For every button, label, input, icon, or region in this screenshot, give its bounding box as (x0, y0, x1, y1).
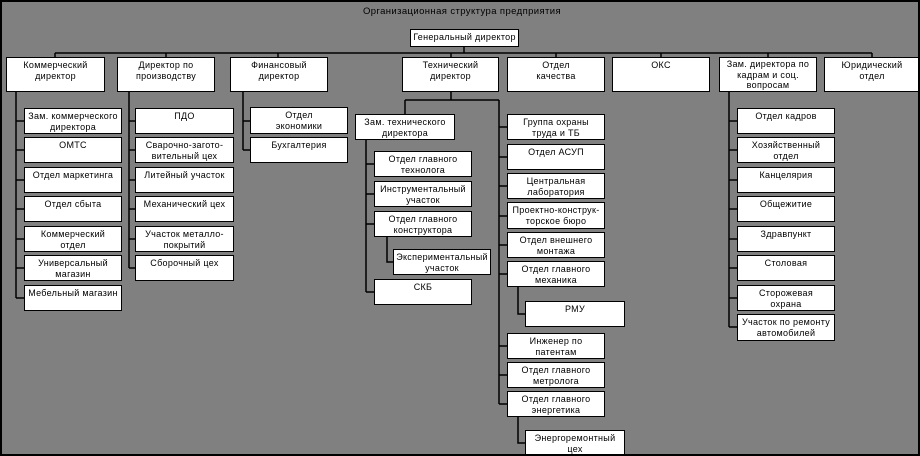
org-box-rmu: РМУ (525, 301, 625, 327)
org-box-external-installation: Отдел внешнего монтажа (507, 232, 605, 258)
org-box-accounting: Бухгалтерия (250, 137, 348, 163)
org-box-general-director: Генеральный директор (410, 29, 519, 47)
org-box-chief-technologist: Отдел главного технолога (374, 151, 472, 177)
connector-root (54, 47, 873, 57)
org-box-design-bureau: Проектно-конструк- торское бюро (507, 202, 605, 229)
org-box-health-post: Здравпункт (737, 226, 835, 252)
org-box-marketing-department: Отдел маркетинга (24, 167, 122, 193)
org-box-experimental-section: Экспериментальный участок (393, 249, 491, 275)
connector-hr-trunk (728, 92, 737, 328)
org-box-pdo: ПДО (135, 108, 234, 134)
org-box-omts: ОМТС (24, 137, 122, 163)
connector-chief-mechanic (517, 287, 525, 315)
org-box-foundry-section: Литейный участок (135, 167, 234, 193)
org-box-tool-section: Инструментальный участок (374, 181, 472, 207)
org-box-chief-power-engineer: Отдел главного энергетика (507, 391, 605, 417)
connector-technical-split (404, 92, 499, 114)
connector-financial-trunk (242, 92, 250, 151)
org-box-watch-guard: Сторожевая охрана (737, 285, 835, 311)
org-box-labor-safety-group: Группа охраны труда и ТБ (507, 114, 605, 140)
org-box-canteen: Столовая (737, 255, 835, 281)
org-box-universal-store: Универсальный магазин (24, 255, 122, 281)
org-box-deputy-technical: Зам. технического директора (355, 114, 455, 140)
org-box-sales-department: Отдел сбыта (24, 196, 122, 222)
org-box-patent-engineer: Инженер по патентам (507, 333, 605, 359)
connector-chief-power (517, 417, 525, 444)
connector-deputy-technical-trunk (365, 140, 374, 293)
org-box-commercial-department: Коммерческий отдел (24, 226, 122, 252)
org-box-hr-department: Отдел кадров (737, 108, 835, 134)
org-box-mechanical-shop: Механический цех (135, 196, 234, 222)
org-box-financial-director: Финансовый директор (230, 57, 328, 92)
org-box-furniture-store: Мебельный магазин (24, 285, 122, 311)
org-box-deputy-commercial: Зам. коммерческого директора (24, 108, 122, 134)
org-box-household-department: Хозяйственный отдел (737, 137, 835, 163)
org-box-commercial-director: Коммерческий директор (6, 57, 105, 92)
org-box-production-director: Директор по производству (117, 57, 215, 92)
org-box-economics-department: Отдел экономики (250, 107, 348, 134)
org-box-legal-department: Юридический отдел (824, 57, 918, 92)
org-box-technical-director: Технический директор (402, 57, 499, 92)
org-box-chief-mechanic: Отдел главного механика (507, 261, 605, 287)
org-box-quality-department: Отдел качества (507, 57, 605, 92)
org-box-central-laboratory: Центральная лаборатория (507, 173, 605, 199)
org-box-energy-repair-shop: Энергоремонтный цех (525, 430, 625, 454)
connector-technical-trunk (498, 100, 507, 405)
org-box-assembly-shop: Сборочный цех (135, 255, 234, 281)
org-box-welding-shop: Сварочно-загото- вительный цех (135, 137, 234, 163)
connector-chief-designer (386, 237, 393, 263)
connector-production-trunk (128, 92, 135, 269)
org-box-chief-designer: Отдел главного конструктора (374, 211, 472, 237)
org-box-office: Канцелярия (737, 167, 835, 193)
diagram-title: Организационная структура предприятия (362, 6, 562, 17)
org-box-chief-metrologist: Отдел главного метролога (507, 362, 605, 388)
org-box-asup-department: Отдел АСУП (507, 144, 605, 170)
org-box-deputy-hr-director: Зам. директора по кадрам и соц. вопросам (719, 57, 817, 92)
org-box-skb: СКБ (374, 279, 472, 305)
connector-commercial-trunk (15, 92, 24, 299)
org-box-auto-repair-section: Участок по ремонту автомобилей (737, 314, 835, 341)
org-box-metal-coating-section: Участок металло- покрытий (135, 226, 234, 252)
org-box-oks: ОКС (612, 57, 710, 92)
org-box-dormitory: Общежитие (737, 196, 835, 222)
